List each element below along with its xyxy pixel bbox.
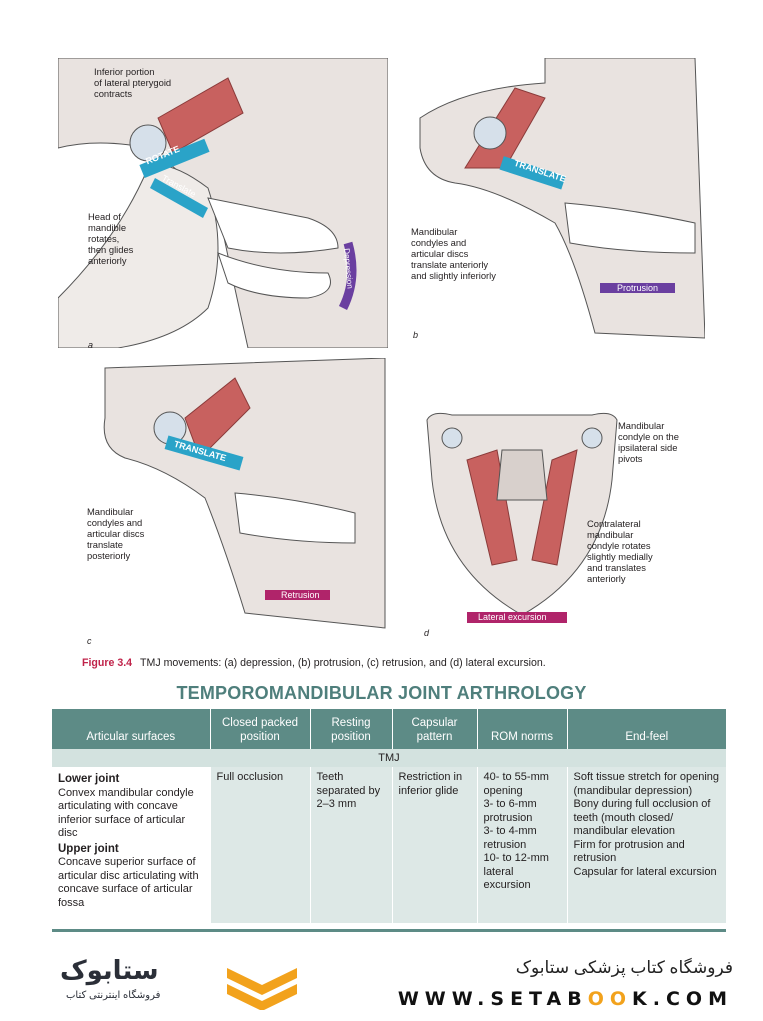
chevron-logo-icon bbox=[227, 968, 297, 1010]
cell-end-feel: Soft tissue stretch for opening (mandibu… bbox=[566, 767, 726, 923]
header-rom-norms: ROM norms bbox=[476, 709, 567, 749]
setabook-logo: ستابوک bbox=[60, 955, 159, 985]
upper-joint-title: Upper joint bbox=[58, 842, 119, 855]
header-resting: Resting position bbox=[309, 709, 392, 749]
panel-letter-b: b bbox=[413, 330, 419, 340]
header-end-feel: End-feel bbox=[566, 709, 726, 749]
publisher-footer bbox=[0, 940, 763, 1021]
label-lateral-pterygoid: Inferior portion of lateral pterygoid co… bbox=[94, 66, 172, 99]
panel-letter-d: d bbox=[424, 628, 430, 638]
label-head-of-mandible: Head of mandible rotates, then glides an… bbox=[88, 211, 134, 266]
section-row-tmj: TMJ bbox=[52, 749, 726, 767]
arrow-label-protrusion: Protrusion bbox=[617, 283, 659, 293]
label-contralateral-condyle: Contralateral mandibular condyle rotates… bbox=[587, 518, 653, 584]
skull-side-open-illustration bbox=[58, 58, 388, 348]
arrow-label-lateral-excursion: Lateral excursion bbox=[478, 612, 547, 622]
store-name: فروشگاه کتاب پزشکی ستابوک bbox=[515, 958, 733, 977]
cell-closed-packed: Full occlusion bbox=[209, 767, 310, 923]
figure-caption-text: TMJ movements: (a) depression, (b) protr… bbox=[140, 657, 546, 669]
cell-capsular: Restriction in inferior glide bbox=[391, 767, 477, 923]
cell-rom: 40- to 55-mm opening 3- to 6-mm protrusi… bbox=[476, 767, 567, 923]
figure-panel-c: Mandibular condyles and articular discs … bbox=[85, 358, 390, 646]
panel-letter-c: c bbox=[87, 636, 92, 646]
label-condyles-translate-anteriorly: Mandibular condyles and articular discs … bbox=[411, 226, 496, 281]
figure-panel-d: Mandibular condyle on the ipsilateral si… bbox=[412, 390, 712, 645]
section-label: TMJ bbox=[52, 749, 726, 767]
table-header-row: Articular surfaces Closed packed positio… bbox=[52, 709, 726, 749]
header-capsular: Capsular pattern bbox=[391, 709, 477, 749]
figure-caption: Figure 3.4 TMJ movements: (a) depression,… bbox=[82, 657, 546, 669]
upper-joint-text: Concave superior surface of articular di… bbox=[58, 856, 199, 909]
header-closed-packed: Closed packed position bbox=[209, 709, 310, 749]
figure-panel-a: Inferior portion of lateral pterygoid co… bbox=[58, 58, 388, 350]
figure-number: Figure 3.4 bbox=[82, 657, 133, 669]
setabook-logo-subtitle: فروشگاه اینترنتی کتاب bbox=[66, 990, 161, 1001]
table-title: TEMPOROMANDIBULAR JOINT ARTHROLOGY bbox=[176, 683, 587, 703]
skull-frontal-lateral-illustration bbox=[426, 412, 618, 623]
arthrology-table: Articular surfaces Closed packed positio… bbox=[52, 709, 726, 923]
lower-joint-text: Convex mandibular condyle articulating w… bbox=[58, 786, 194, 840]
site-url[interactable]: WWW.SETABOOK.COM bbox=[397, 988, 733, 1010]
cell-resting: Teeth separated by 2–3 mm bbox=[309, 767, 392, 923]
header-articular-surfaces: Articular surfaces bbox=[52, 709, 210, 749]
skull-side-retrusion-illustration bbox=[103, 358, 386, 629]
table-bottom-rule bbox=[52, 929, 726, 932]
table-row: Lower joint Convex mandibular condyle ar… bbox=[52, 767, 726, 923]
label-ipsilateral-condyle: Mandibular condyle on the ipsilateral si… bbox=[618, 420, 679, 464]
skull-side-protrusion-illustration bbox=[419, 58, 705, 339]
panel-letter-a: a bbox=[88, 340, 94, 350]
cell-articular-surfaces: Lower joint Convex mandibular condyle ar… bbox=[52, 767, 210, 923]
arrow-label-retrusion: Retrusion bbox=[281, 590, 320, 600]
figure-panel-b: Mandibular condyles and articular discs … bbox=[405, 58, 705, 348]
lower-joint-title: Lower joint bbox=[58, 773, 120, 785]
label-condyles-translate-posteriorly: Mandibular condyles and articular discs … bbox=[87, 506, 145, 561]
